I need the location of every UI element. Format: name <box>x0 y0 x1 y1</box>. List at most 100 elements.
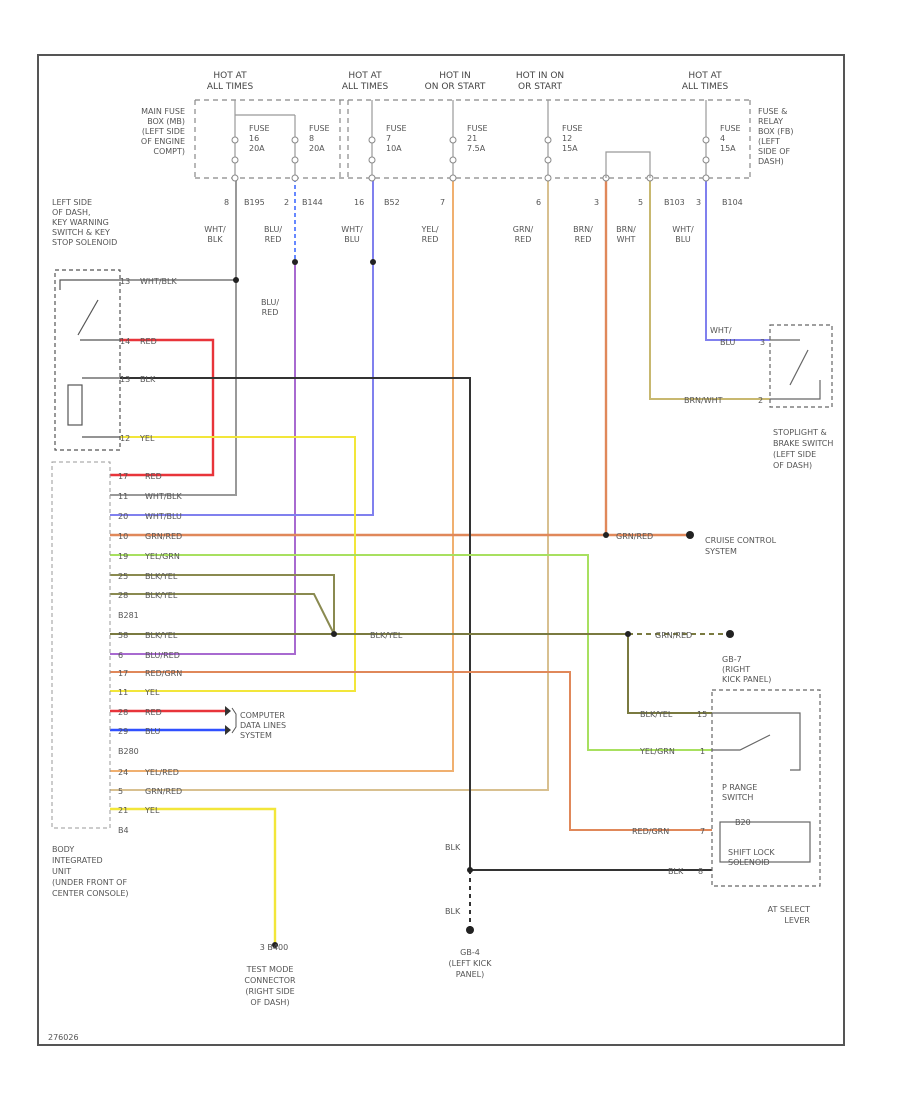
comp-arrows <box>225 706 231 735</box>
wire_labels-blk_v2: BLK <box>445 907 461 916</box>
connectors-p_range: B20 <box>735 818 751 827</box>
wire-blu-red <box>110 262 296 655</box>
body-pin-2: 20 <box>118 512 128 521</box>
diagram-frame <box>37 54 845 1046</box>
wire_labels-blk: BLK <box>668 867 684 876</box>
wire-wht-blk <box>110 178 237 496</box>
right_pins-stop_bot-pin: 2 <box>758 396 763 405</box>
wire_labels-wht_blu_right: WHT/ <box>710 326 732 335</box>
body-wire-label-2: WHT/BLU <box>145 512 182 521</box>
body-integrated-unit-box <box>51 461 111 829</box>
key-pin-3: 12 <box>120 434 130 443</box>
wire_labels-top8: WHT/BLU <box>672 225 694 244</box>
key-wire-label-2: BLK <box>140 375 156 384</box>
body-wire-label-4: YEL/GRN <box>144 552 180 561</box>
wire-test-yel <box>110 807 277 945</box>
connectors-n6: 3 <box>594 198 599 207</box>
right_pins-prange1-label: BLK/YEL <box>640 710 673 719</box>
right_pins-prange3-label: RED/GRN <box>632 827 669 836</box>
body-pin-3: 10 <box>118 532 128 541</box>
connectors-body2: B280 <box>118 747 139 756</box>
wire-blk-yel-1 <box>110 574 335 634</box>
wire_labels-blk_v1: BLK <box>445 843 461 852</box>
body-pin-11: 11 <box>118 688 128 697</box>
connectors-n4: 7 <box>440 198 445 207</box>
wire_labels-blk_yel: BLK/YEL <box>370 631 403 640</box>
body-pin-0: 17 <box>118 472 128 481</box>
wire_labels-top3: WHT/BLU <box>341 225 363 244</box>
body-pin-5: 25 <box>118 572 128 581</box>
wire_labels-top2: BLU/RED <box>264 225 282 244</box>
connectors-n1: 8 <box>224 198 229 207</box>
body-wire-label-15: YEL/RED <box>144 768 179 777</box>
wire_labels-top4: YEL/RED <box>420 225 438 244</box>
wire-yel-grn <box>110 554 712 751</box>
right_pins-stop_top-pin: 3 <box>760 338 765 347</box>
connectors-c3: B52 <box>384 198 400 207</box>
wire_labels-brn_wht: BRN/WHT <box>684 396 723 405</box>
wire-wht-blu-stop <box>705 178 770 341</box>
body-wire-label-17: YEL <box>144 806 160 815</box>
connectors-c2: B144 <box>302 198 323 207</box>
body-wire-label-5: BLK/YEL <box>145 572 178 581</box>
relay-loop <box>605 151 651 178</box>
connectors-n3: 16 <box>354 198 364 207</box>
body-pin-13: 29 <box>118 727 128 736</box>
wire_labels-top7: BRN/WHT <box>616 225 636 244</box>
wire-blk-yel-2 <box>110 593 335 635</box>
wire-red-grn <box>110 671 712 831</box>
body-wire-label-6: BLK/YEL <box>145 591 178 600</box>
key-pin-1: 14 <box>120 337 130 346</box>
body-wire-label-8: BLK/YEL <box>145 631 178 640</box>
wire-grn-red <box>110 178 549 791</box>
connectors-n7: 5 <box>638 198 643 207</box>
wire-blk-yel-prange <box>627 634 712 714</box>
wire_labels-blu_red_mid: BLU/RED <box>261 298 279 317</box>
body-wire-label-12: RED <box>145 708 162 717</box>
fuse-boxes <box>194 99 751 179</box>
body-wire-label-10: RED/GRN <box>145 669 182 678</box>
body-pin-1: 11 <box>118 492 128 501</box>
key-wire-label-1: RED <box>140 337 157 346</box>
key-switch <box>54 269 121 451</box>
stoplight-switch-box <box>769 324 833 408</box>
wire_labels-grn_red: GRN/RED <box>616 532 653 541</box>
wire_labels-top5: GRN/RED <box>513 225 534 244</box>
connectors-n5: 6 <box>536 198 541 207</box>
key-wire-label-0: WHT/BLK <box>140 277 177 286</box>
fuse-terminals <box>231 136 710 182</box>
connectors-body1: B281 <box>118 611 139 620</box>
wire-brn-wht <box>649 178 770 400</box>
wire_labels-top1: WHT/BLK <box>204 225 226 244</box>
connectors-c4: B103 <box>664 198 685 207</box>
body-pin-8: 58 <box>118 631 128 640</box>
key-pin-2: 13 <box>120 375 130 384</box>
body-wire-label-13: BLU <box>145 727 161 736</box>
key-wire-label-3: YEL <box>139 434 155 443</box>
right_pins-prange3-pin: 7 <box>700 827 705 836</box>
connectors-c1: B195 <box>244 198 265 207</box>
connectors-test: 3 B400 <box>260 943 288 952</box>
body-wire-label-11: YEL <box>144 688 160 697</box>
body-pin-6: 28 <box>118 591 128 600</box>
body-pin-9: 6 <box>118 651 123 660</box>
